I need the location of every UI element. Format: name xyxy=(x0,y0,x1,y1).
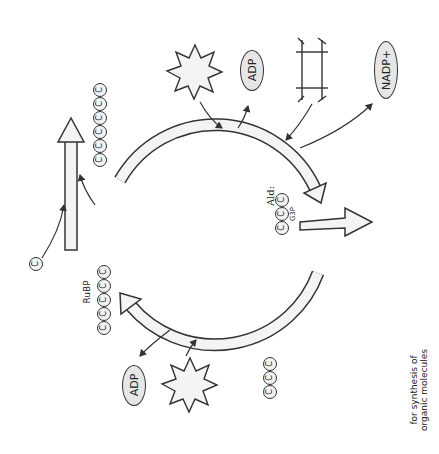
carbon-atom: C xyxy=(275,221,289,235)
carbon-atom: C xyxy=(97,265,111,279)
output-arrow-thin xyxy=(140,330,170,356)
output-arrow-thin xyxy=(300,104,372,148)
input-arrow xyxy=(200,102,222,128)
molecule-oval: ADP xyxy=(240,50,264,91)
carbon-atom: C xyxy=(275,193,289,207)
arrow-head xyxy=(58,118,84,142)
label-text: for synthesis of organic molecules xyxy=(410,340,430,440)
label-text: G3P xyxy=(290,207,298,221)
carbon-atom: C xyxy=(93,139,107,153)
carbon-atom: C xyxy=(97,321,111,335)
output-arrow xyxy=(300,208,372,236)
carbon-atom: C xyxy=(93,111,107,125)
carbon-atom: C xyxy=(97,279,111,293)
cycle-arrow xyxy=(65,140,77,250)
arrow-head xyxy=(304,183,326,203)
energy-star xyxy=(167,45,222,99)
carbon-atom: C xyxy=(93,83,107,97)
energy-star xyxy=(162,358,217,412)
molecule-name: ADP xyxy=(246,59,259,82)
cycle-arrow xyxy=(131,273,318,345)
input-arrow xyxy=(186,340,196,356)
cycle-arrow xyxy=(120,125,315,188)
carbon-atom: C xyxy=(93,97,107,111)
molecule-oval: NADP+ xyxy=(374,41,398,99)
input-arrow xyxy=(42,205,64,258)
molecule-name: ADP xyxy=(128,374,141,397)
carbon-atom: C xyxy=(29,257,43,271)
input-arrow xyxy=(80,175,95,205)
carbon-atom: C xyxy=(93,153,107,167)
cycle-arrow-fill xyxy=(131,273,318,345)
carbon-atom: C xyxy=(93,125,107,139)
input-arrow xyxy=(286,104,312,140)
label-text: Ald: xyxy=(265,186,276,206)
carbon-atom: C xyxy=(275,207,289,221)
molecule-oval: ADP xyxy=(122,365,146,406)
carbon-atom: C xyxy=(97,307,111,321)
output-arrow-thin xyxy=(238,106,248,128)
carbon-atom: C xyxy=(97,293,111,307)
cycle-arrow-fill xyxy=(120,125,315,188)
carbon-atom: C xyxy=(263,371,277,385)
arrow-head xyxy=(120,293,141,314)
carbon-atom: C xyxy=(263,385,277,399)
molecule-name: NADP+ xyxy=(380,50,393,90)
carbon-atom: C xyxy=(263,357,277,371)
nadph-symbol xyxy=(296,38,328,102)
label-text: RuBP xyxy=(83,280,93,303)
